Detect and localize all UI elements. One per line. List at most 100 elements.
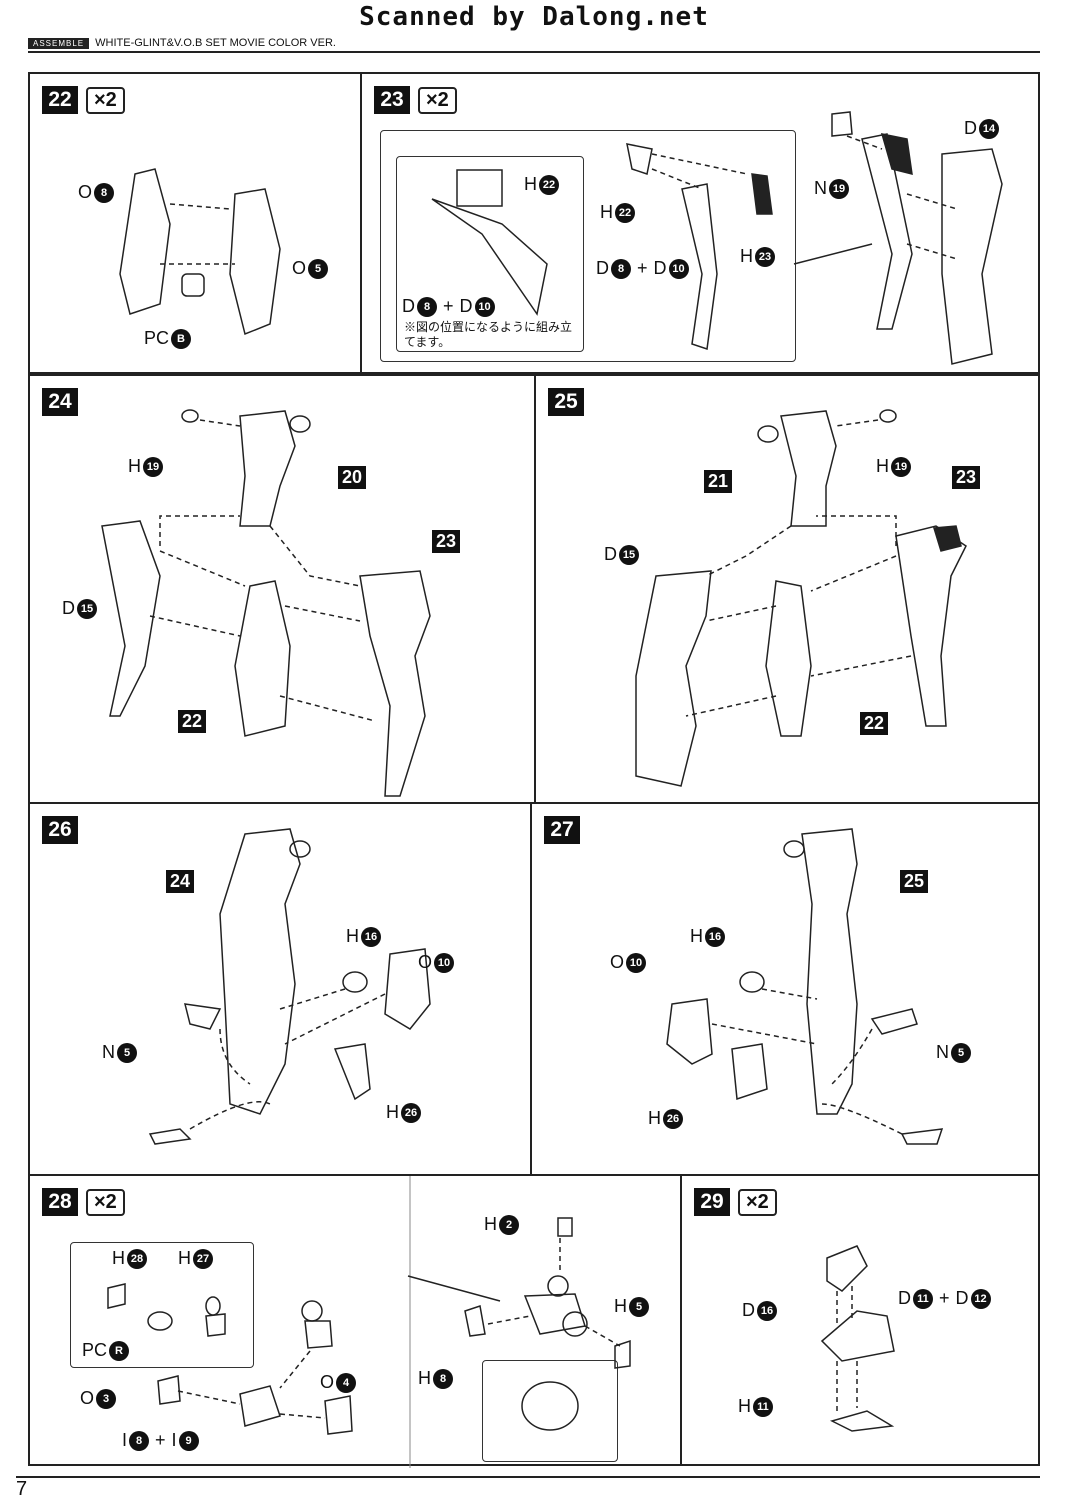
ref-step-23: 23 — [432, 530, 461, 553]
part-letter: D — [964, 118, 977, 138]
part-letter: O — [292, 258, 307, 278]
step-29-drawing — [820, 1245, 895, 1432]
part-letter: H — [386, 1102, 399, 1122]
part-letter: D — [459, 296, 473, 316]
plus-sign: + — [939, 1288, 950, 1308]
step-27-drawing — [666, 828, 944, 1145]
part-letter: H — [178, 1248, 191, 1268]
ref-step-24: 24 — [166, 870, 195, 893]
step-23-header: 23 ×2 — [374, 86, 457, 114]
step-number: 24 — [42, 388, 78, 416]
multiplier: ×2 — [86, 86, 125, 114]
part-number: 11 — [913, 1288, 933, 1309]
part-number: 19 — [829, 178, 849, 199]
part-number: 11 — [753, 1396, 773, 1417]
step-28-drawing — [107, 1176, 631, 1468]
part-letter: N — [814, 178, 827, 198]
step-26-drawing — [148, 828, 431, 1145]
part-letter: H — [112, 1248, 125, 1268]
part-letter: H — [690, 926, 703, 946]
part-number: 19 — [143, 456, 163, 477]
part-letter: H — [484, 1214, 497, 1234]
part-letter: I — [171, 1430, 177, 1450]
part-letter: D — [62, 598, 75, 618]
part-number: 3 — [96, 1388, 117, 1409]
part-letter: D — [898, 1288, 911, 1308]
step-23-outer-frame — [380, 130, 796, 362]
step-number: 26 — [42, 816, 78, 844]
part-letter: H — [614, 1296, 627, 1316]
step-29-header: 29 ×2 — [694, 1188, 777, 1216]
part-letter: D — [596, 258, 609, 278]
part-letter: H — [524, 174, 537, 194]
part-letter: O — [610, 952, 625, 972]
part-number: 5 — [308, 258, 329, 279]
part-number: R — [109, 1340, 130, 1361]
part-number: 27 — [193, 1248, 213, 1269]
footer-divider — [16, 1476, 1040, 1478]
part-number: 26 — [663, 1108, 683, 1129]
step-24-header: 24 — [42, 388, 78, 416]
part-number: 22 — [615, 202, 635, 223]
part-number: B — [171, 328, 192, 349]
part-letter: O — [320, 1372, 335, 1392]
part-letter: H — [128, 456, 141, 476]
part-letter: O — [78, 182, 93, 202]
step-27-header: 27 — [544, 816, 580, 844]
part-number: 16 — [705, 926, 725, 947]
multiplier: ×2 — [738, 1188, 777, 1216]
part-number: 8 — [417, 296, 437, 317]
part-letter: H — [876, 456, 889, 476]
assembly-note: ※図の位置になるように組み立てます。 — [404, 320, 573, 349]
step-number: 27 — [544, 816, 580, 844]
step-22-header: 22 ×2 — [42, 86, 125, 114]
part-number: 5 — [629, 1296, 649, 1317]
step-23-drawing — [431, 111, 1003, 365]
header: ASSEMBLE WHITE-GLINT&V.O.B SET MOVIE COL… — [28, 36, 336, 50]
part-number: 23 — [755, 246, 775, 267]
multiplier: ×2 — [86, 1188, 125, 1216]
part-letter: PC — [82, 1340, 108, 1360]
step-25-drawing — [635, 409, 967, 787]
part-letter: O — [418, 952, 433, 972]
part-number: 12 — [970, 1288, 991, 1309]
part-number: 8 — [433, 1368, 453, 1389]
step-22-drawing — [119, 168, 281, 336]
step-25-header: 25 — [548, 388, 584, 416]
part-letter: H — [738, 1396, 751, 1416]
part-number: 10 — [668, 258, 689, 279]
part-number: 10 — [434, 952, 455, 973]
step-number: 25 — [548, 388, 584, 416]
part-number: 9 — [178, 1430, 199, 1451]
part-letter: N — [102, 1042, 115, 1062]
part-number: 8 — [611, 258, 631, 279]
part-letter: O — [80, 1388, 95, 1408]
part-number: 5 — [951, 1042, 971, 1063]
